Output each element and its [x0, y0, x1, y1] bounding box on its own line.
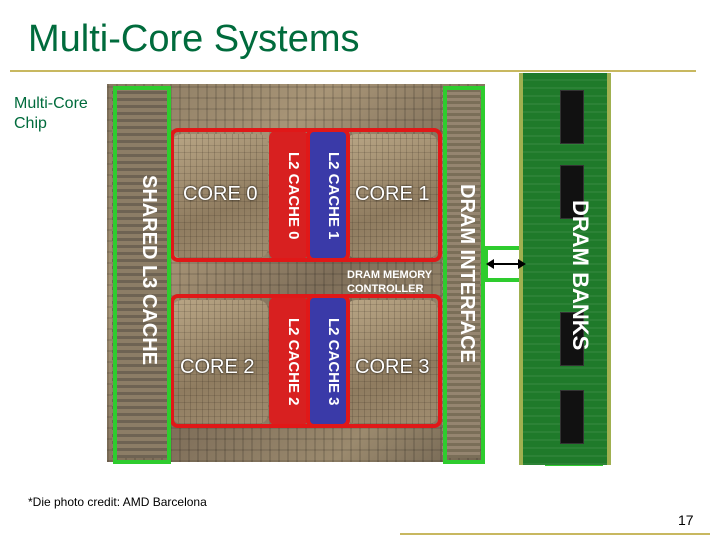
l2-cache-0-block [269, 130, 308, 260]
dram-interface-highlight [443, 86, 485, 464]
shared-l3-cache-label: SHARED L3 CACHE [138, 174, 160, 366]
core-3-highlight [306, 294, 442, 428]
dram-interface-region [442, 90, 480, 458]
photo-credit: *Die photo credit: AMD Barcelona [28, 495, 207, 509]
l2-cache-0-label: L2 CACHE 0 [285, 152, 302, 240]
core-1-highlight [306, 128, 442, 262]
core-1-label: CORE 1 [355, 183, 430, 205]
dram-chip [560, 312, 584, 366]
core-3-label: CORE 3 [355, 356, 430, 378]
core-2-label: CORE 2 [180, 356, 255, 378]
dram-chip [560, 165, 584, 219]
core-1-die [346, 134, 438, 258]
l2-cache-3-label: L2 CACHE 3 [325, 318, 342, 406]
dram-banks-label: DRAM BANKS [568, 199, 593, 351]
title-divider [10, 70, 696, 72]
l3-cache-highlight [113, 86, 171, 464]
page-number: 17 [678, 512, 694, 528]
l2-cache-2-block [269, 296, 308, 426]
footer-rule [400, 533, 710, 535]
l2-cache-3-block [309, 296, 348, 426]
dram-controller-label: DRAM MEMORY CONTROLLER [347, 269, 432, 295]
dram-interface-label: DRAM INTERFACE [456, 183, 478, 363]
core-2-highlight [170, 294, 350, 428]
page-title: Multi-Core Systems [28, 18, 360, 60]
l3-cache-region [112, 90, 167, 458]
core-0-die [172, 134, 268, 258]
l2-cache-1-label: L2 CACHE 1 [325, 152, 342, 240]
l2-cache-1-block [309, 130, 348, 260]
dram-chip [560, 90, 584, 144]
core-0-highlight [170, 128, 350, 262]
dram-chip [560, 390, 584, 444]
bidirectional-arrow-icon [486, 259, 526, 269]
core-2-die [172, 300, 268, 424]
l2-cache-2-label: L2 CACHE 2 [285, 318, 302, 406]
chip-label: Multi-Core Chip [14, 95, 88, 132]
core-0-label: CORE 0 [183, 183, 258, 205]
core-3-die [346, 300, 438, 424]
